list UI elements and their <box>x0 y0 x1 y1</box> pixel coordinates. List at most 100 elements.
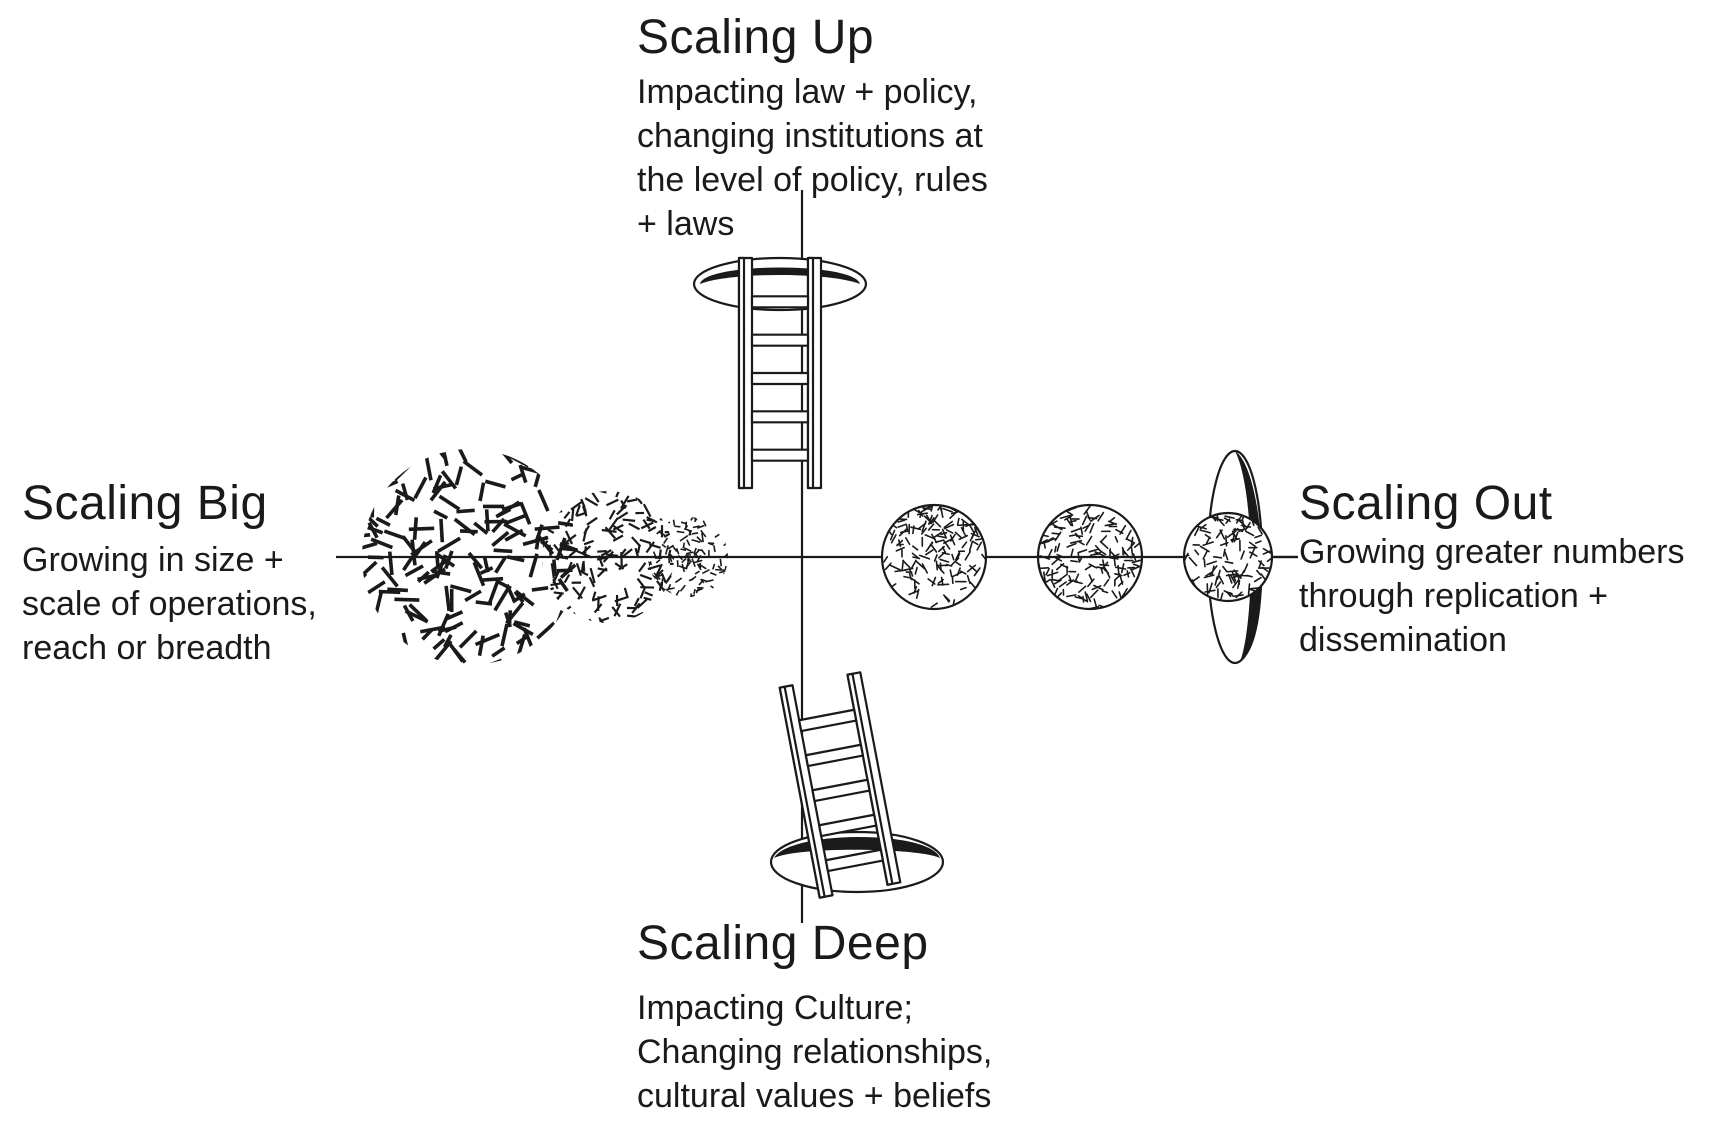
texture-dash <box>672 517 676 526</box>
description-line: cultural values + beliefs <box>637 1077 992 1115</box>
texture-dash <box>494 555 508 574</box>
texture-dash <box>606 498 619 507</box>
texture-dash <box>1084 522 1092 532</box>
texture-dash <box>572 586 583 600</box>
texture-dash <box>1089 523 1095 534</box>
texture-dash <box>613 603 622 617</box>
texture-dash <box>713 545 716 553</box>
description-line: changing institutions at <box>637 117 983 155</box>
texture-dash <box>951 553 955 561</box>
texture-dash <box>1085 535 1093 546</box>
texture-dash <box>940 506 944 518</box>
texture-dash <box>1090 589 1099 599</box>
texture-dash <box>680 548 687 552</box>
texture-dash <box>1114 535 1119 543</box>
texture-dash <box>1254 534 1263 539</box>
texture-dash <box>1054 545 1057 553</box>
texture-dash <box>968 540 974 552</box>
texture-dash <box>939 562 942 572</box>
texture-dash <box>1243 563 1249 573</box>
texture-dash <box>1249 551 1258 557</box>
texture-dash <box>1230 574 1236 584</box>
texture-dash <box>1215 529 1223 539</box>
texture-dash <box>393 463 412 482</box>
texture-dash <box>1104 522 1117 527</box>
texture-dash <box>654 573 664 579</box>
texture-dash <box>491 517 506 534</box>
texture-dash <box>933 554 938 562</box>
texture-dash <box>631 536 642 548</box>
texture-dash <box>1205 536 1211 544</box>
texture-dash <box>683 524 689 531</box>
texture-dash <box>480 576 504 582</box>
texture-dash <box>576 512 585 517</box>
texture-dash <box>921 563 929 574</box>
texture-dash <box>638 562 647 573</box>
texture-dash <box>696 563 702 571</box>
texture-dash <box>477 635 485 656</box>
texture-dash <box>1248 541 1257 548</box>
scaling-big-block: Scaling Big Growing in size + scale of o… <box>22 476 317 670</box>
texture-dash <box>563 574 571 584</box>
texture-dash <box>917 509 924 517</box>
texture-dash <box>522 535 549 547</box>
texture-dash <box>908 590 919 596</box>
texture-dash <box>726 554 728 561</box>
texture-dash <box>620 495 630 510</box>
texture-dash <box>1133 541 1142 549</box>
ladder-rung <box>750 448 810 462</box>
texture-dash <box>698 579 704 586</box>
texture-dash <box>370 491 375 518</box>
texture-dash <box>956 567 961 577</box>
texture-dash <box>514 589 535 607</box>
texture-dash <box>1246 574 1253 578</box>
scaling-deep-block: Scaling Deep Impacting Culture; Changing… <box>637 916 992 1118</box>
texture-dash <box>644 591 654 597</box>
texture-dash <box>611 606 621 618</box>
texture-dash <box>383 529 405 540</box>
texture-dash <box>1100 535 1108 543</box>
texture-dash <box>1074 580 1083 585</box>
texture-dash <box>901 559 905 571</box>
texture-dash <box>512 621 534 637</box>
texture-dash <box>908 572 913 581</box>
texture-dash <box>969 564 978 573</box>
texture-dash <box>957 524 966 527</box>
texture-dash <box>924 534 936 540</box>
texture-dash <box>678 599 686 600</box>
texture-dash <box>890 534 897 544</box>
texture-dash <box>589 491 600 503</box>
texture-dash <box>658 549 662 559</box>
texture-dash <box>503 513 527 526</box>
texture-dash <box>408 526 435 532</box>
texture-dash <box>927 523 935 531</box>
texture-dash <box>387 551 394 576</box>
texture-dash <box>642 503 652 518</box>
texture-dash <box>402 604 415 622</box>
texture-dash <box>1074 596 1085 600</box>
texture-dash <box>531 585 549 592</box>
ladder-rail-edge <box>737 256 746 490</box>
texture-dash <box>597 549 607 553</box>
texture-dash <box>393 495 401 516</box>
texture-dash <box>1077 552 1080 562</box>
texture-dash <box>636 577 647 590</box>
texture-dash <box>1224 551 1229 561</box>
texture-dash <box>627 614 642 619</box>
texture-dash <box>1094 544 1102 553</box>
texture-dash <box>679 584 686 592</box>
texture-dash <box>1066 518 1072 527</box>
texture-dash <box>932 514 939 524</box>
texture-dash <box>1248 586 1261 590</box>
texture-dash <box>942 507 953 513</box>
texture-dash <box>1058 573 1068 581</box>
texture-dash <box>653 572 661 580</box>
texture-dash <box>1209 565 1218 576</box>
texture-dash <box>1219 592 1224 601</box>
texture-dash <box>710 585 719 592</box>
texture-dash <box>697 595 703 597</box>
texture-dash <box>370 537 394 550</box>
texture-dash <box>1225 573 1238 577</box>
texture-dash <box>930 602 939 608</box>
texture-dash <box>1103 578 1110 587</box>
